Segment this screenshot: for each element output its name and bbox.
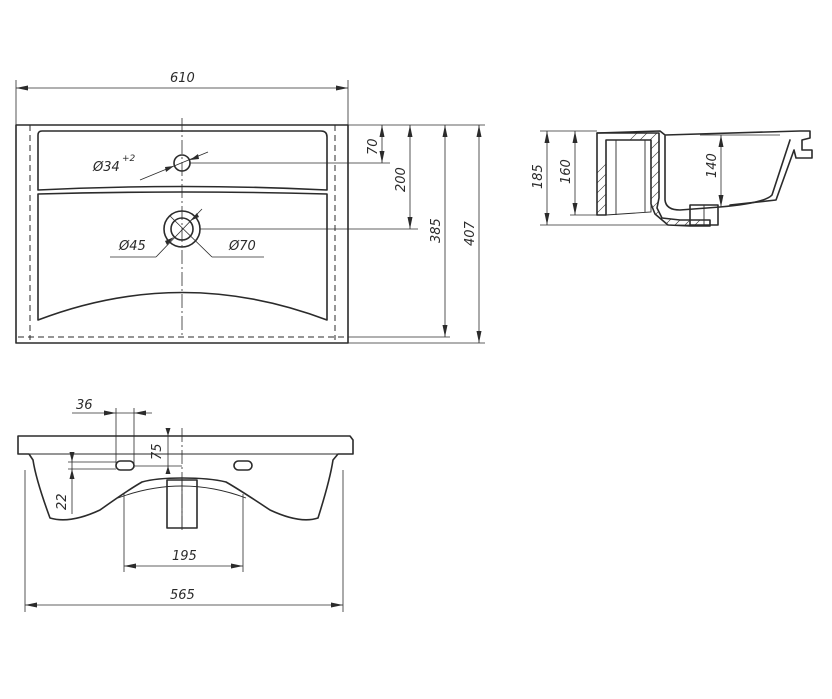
section-bowl-inner	[664, 135, 791, 211]
dim-385-arrow-bottom	[442, 325, 448, 337]
dim-195-arrow-left	[124, 563, 136, 569]
dim-22: 22	[55, 452, 116, 514]
dim-200-arrow-bottom	[407, 217, 413, 229]
section-rim-outline	[596, 130, 813, 206]
dim-565-arrow-left	[25, 602, 37, 608]
dim-407-arrow-top	[476, 125, 482, 137]
dim-610-label: 610	[170, 71, 195, 86]
dim-185-label: 185	[531, 164, 546, 189]
side-section: 185 160 140	[531, 130, 813, 227]
rear-mount-slot-right	[233, 460, 253, 471]
dim-36-arrow-left	[104, 410, 116, 416]
dim-22-arrow-top	[69, 452, 75, 462]
dim-565-arrow-right	[331, 602, 343, 608]
drain-arrow-1	[190, 213, 199, 221]
dim-160-label: 160	[559, 159, 574, 184]
faucet-hole-label: Ø34	[92, 160, 120, 175]
dim-140-arrow-top	[718, 135, 724, 147]
top-bowl-outline	[37, 191, 328, 321]
dim-385-label: 385	[429, 218, 444, 243]
dim-36-arrow-right	[134, 410, 146, 416]
dim-22-label: 22	[55, 493, 70, 510]
dim-565: 565	[24, 470, 344, 612]
dim-140: 140	[705, 135, 724, 207]
drain-hole-label: Ø45	[118, 239, 146, 254]
dim-70-arrow-bottom	[379, 151, 385, 163]
hatch-11	[659, 133, 710, 226]
hatch-13	[679, 133, 710, 226]
drain-inner-circle	[170, 217, 194, 241]
dim-75-arrow-bottom	[165, 466, 171, 474]
drain-leader-70	[169, 215, 213, 258]
dim-140-label: 140	[705, 153, 720, 178]
dim-70-arrow-top	[379, 125, 385, 137]
dim-75-label: 75	[150, 443, 165, 460]
dim-200-label: 200	[394, 167, 409, 192]
section-rear-block	[605, 139, 652, 216]
dim-610-arrow-left	[16, 85, 28, 91]
dim-185: 185	[531, 131, 550, 225]
hatch-07	[619, 133, 710, 226]
dim-75-arrow-top	[165, 428, 171, 436]
drain-hole: Ø45 Ø70	[110, 208, 264, 258]
top-deck-outline	[37, 130, 328, 191]
rear-view: 36 75 22 195	[17, 398, 354, 612]
dim-195-label: 195	[172, 549, 197, 564]
dim-70-label: 70	[366, 138, 381, 155]
dim-200-arrow-top	[407, 125, 413, 137]
dim-200: 200	[394, 125, 413, 229]
drain-arrow-2	[165, 237, 174, 245]
dim-22-arrow-bottom	[69, 469, 75, 479]
dim-385: 385	[429, 125, 448, 337]
dim-407: 407	[463, 125, 482, 343]
hatch-14	[689, 133, 710, 226]
dim-36: 36	[72, 398, 152, 468]
dim-610: 610	[15, 71, 349, 125]
dim-160-arrow-top	[572, 131, 578, 143]
dim-407-label: 407	[463, 220, 478, 246]
dim-185-arrow-bottom	[544, 213, 550, 225]
dim-385-arrow-top	[442, 125, 448, 137]
section-wall-outline	[596, 132, 711, 227]
dim-185-arrow-top	[544, 131, 550, 143]
faucet-leader-arrow-2	[165, 166, 174, 172]
dim-70: 70	[366, 125, 385, 163]
dim-160: 160	[559, 131, 578, 215]
dim-195: 195	[123, 494, 244, 572]
faucet-leader-arrow-1	[190, 154, 199, 160]
dim-195-arrow-right	[231, 563, 243, 569]
drain-outer-label: Ø70	[228, 239, 256, 254]
top-view: Ø34 +2 Ø45 Ø70 610	[15, 71, 485, 344]
faucet-hole-tolerance: +2	[122, 154, 136, 164]
dim-160-arrow-bottom	[572, 203, 578, 215]
dim-407-arrow-bottom	[476, 331, 482, 343]
dim-610-arrow-right	[336, 85, 348, 91]
hatch-05	[599, 133, 701, 226]
faucet-hole: Ø34 +2	[92, 151, 209, 181]
rear-mount-slot-left	[115, 460, 135, 471]
dim-75: 75	[134, 428, 182, 474]
dim-36-label: 36	[76, 398, 93, 413]
dim-565-label: 565	[170, 588, 195, 603]
dim-140-arrow-bottom	[718, 195, 724, 207]
